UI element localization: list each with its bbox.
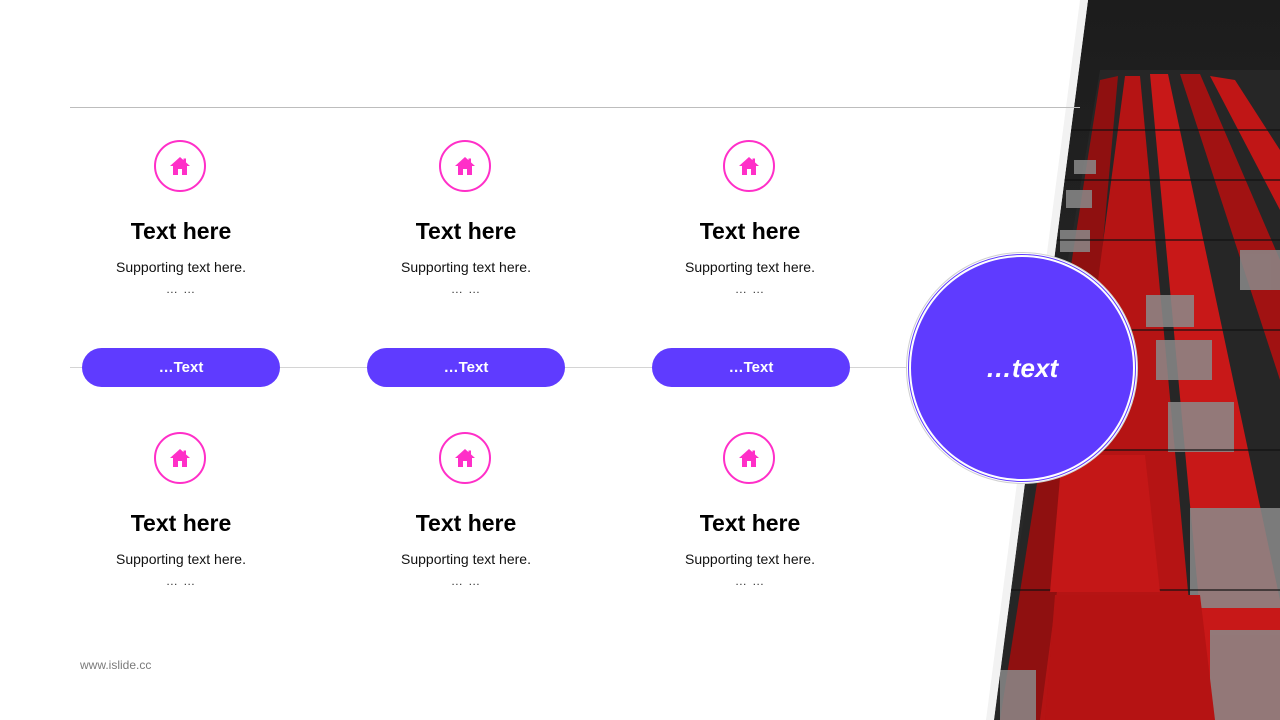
center-circle[interactable]: …text — [911, 257, 1133, 479]
home-icon-ring-top-2 — [439, 140, 491, 192]
timeline-pill-1[interactable]: …Text — [82, 348, 280, 387]
home-icon — [455, 157, 475, 175]
card-ellipsis-bottom-2: … … — [450, 574, 482, 588]
card-ellipsis-top-1: … … — [165, 282, 197, 296]
card-subtitle-top-3: Supporting text here. — [685, 259, 815, 275]
timeline-pill-3[interactable]: …Text — [652, 348, 850, 387]
column-3: Text here Supporting text here. … … Text… — [640, 0, 860, 720]
home-icon-ring-top-1 — [154, 140, 206, 192]
home-icon-ring-top-3 — [723, 140, 775, 192]
top-divider — [70, 107, 1080, 108]
home-icon-ring-bottom-3 — [723, 432, 775, 484]
card-ellipsis-bottom-1: … … — [165, 574, 197, 588]
card-title-bottom-1: Text here — [130, 510, 232, 536]
card-title-top-3: Text here — [699, 218, 801, 244]
home-icon — [170, 449, 190, 467]
home-icon — [455, 449, 475, 467]
card-subtitle-bottom-1: Supporting text here. — [116, 551, 246, 567]
card-ellipsis-top-2: … … — [450, 282, 482, 296]
card-title-top-2: Text here — [415, 218, 517, 244]
home-icon-ring-bottom-1 — [154, 432, 206, 484]
footer-url: www.islide.cc — [80, 658, 152, 672]
home-icon — [739, 157, 759, 175]
home-icon — [170, 157, 190, 175]
column-1: Text here Supporting text here. … … Text… — [71, 0, 291, 720]
column-2: Text here Supporting text here. … … Text… — [356, 0, 576, 720]
card-title-bottom-3: Text here — [699, 510, 801, 536]
card-title-top-1: Text here — [130, 218, 232, 244]
card-title-bottom-2: Text here — [415, 510, 517, 536]
card-subtitle-bottom-2: Supporting text here. — [401, 551, 531, 567]
card-subtitle-top-2: Supporting text here. — [401, 259, 531, 275]
card-subtitle-bottom-3: Supporting text here. — [685, 551, 815, 567]
card-ellipsis-bottom-3: … … — [734, 574, 766, 588]
card-subtitle-top-1: Supporting text here. — [116, 259, 246, 275]
card-ellipsis-top-3: … … — [734, 282, 766, 296]
home-icon — [739, 449, 759, 467]
home-icon-ring-bottom-2 — [439, 432, 491, 484]
timeline-pill-2[interactable]: …Text — [367, 348, 565, 387]
